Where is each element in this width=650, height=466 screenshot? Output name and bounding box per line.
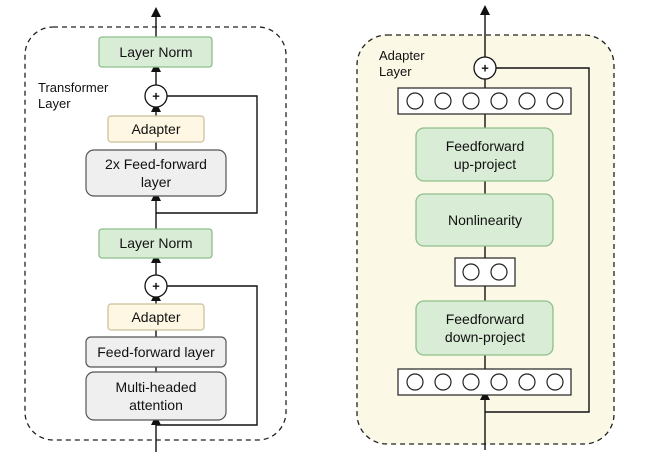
feedforward-layer-label: Feed-forward layer <box>97 344 215 360</box>
multi-headed-attention-block <box>85 371 227 421</box>
input-vector-unit <box>462 373 480 391</box>
down-project-label-line1: Feedforward <box>446 311 525 327</box>
adapter-caption-line1: Adapter <box>379 48 425 63</box>
down-project-label-line2: down-project <box>445 329 525 345</box>
nonlinearity-block <box>415 193 554 247</box>
output-vector-unit <box>462 92 480 110</box>
mha-label-line2: attention <box>129 397 183 413</box>
feedforward-layer-block <box>85 336 227 368</box>
input-vector-unit <box>518 373 536 391</box>
input-vector-unit <box>406 373 424 391</box>
layer-norm-mid-block <box>98 228 213 259</box>
output-vector-unit <box>546 92 564 110</box>
add-node-upper <box>144 84 168 108</box>
output-vector-box <box>397 87 572 115</box>
adapter-add-node <box>473 56 497 80</box>
adapter-bottom-block <box>107 303 205 331</box>
feedforward-2x-label-line1: 2x Feed-forward <box>105 156 207 172</box>
adapter-input-vector <box>397 368 572 396</box>
input-vector-unit <box>490 373 508 391</box>
mha-label-line1: Multi-headed <box>116 379 197 395</box>
feedforward-down-project-block <box>415 300 554 356</box>
feedforward-up-project-block <box>415 127 554 182</box>
output-vector-unit <box>490 92 508 110</box>
input-vector-unit <box>546 373 564 391</box>
input-vector-unit <box>434 373 452 391</box>
up-project-label-line2: up-project <box>454 156 516 172</box>
input-vector-box <box>397 368 572 396</box>
adapter-add-node-symbol: + <box>481 61 489 76</box>
up-project-label-line1: Feedforward <box>446 138 525 154</box>
adapter-layer-panel: Adapter Layer + Feedforward up-project N <box>356 5 615 450</box>
bottleneck-vector-unit <box>490 263 508 281</box>
residual-connection-lower <box>156 285 258 426</box>
add-node-lower <box>144 274 168 298</box>
layer-norm-top-label: Layer Norm <box>119 44 192 60</box>
adapter-caption-line2: Layer <box>379 64 412 79</box>
output-vector-unit <box>518 92 536 110</box>
nonlinearity-label: Nonlinearity <box>448 212 522 228</box>
adapter-top-block <box>107 115 205 143</box>
residual-connection-upper <box>156 95 258 214</box>
output-vector-unit <box>434 92 452 110</box>
output-vector-unit <box>406 92 424 110</box>
adapter-skip-connection <box>485 67 590 413</box>
transformer-layer-panel: Transformer Layer Layer Norm + Adapter 2… <box>24 7 287 452</box>
adapter-bottom-label: Adapter <box>131 309 180 325</box>
add-node-upper-symbol: + <box>152 89 160 104</box>
bottleneck-vector-unit <box>462 263 480 281</box>
add-node-lower-symbol: + <box>152 279 160 294</box>
feedforward-2x-block <box>85 149 227 197</box>
layer-norm-top-block <box>98 36 213 68</box>
transformer-caption-line2: Layer <box>38 96 71 111</box>
feedforward-2x-label-line2: layer <box>141 174 172 190</box>
adapter-output-vector <box>397 87 572 115</box>
adapter-top-label: Adapter <box>131 121 180 137</box>
layer-norm-mid-label: Layer Norm <box>119 235 192 251</box>
adapter-bottleneck-vector <box>454 257 516 287</box>
transformer-caption-line1: Transformer <box>38 80 109 95</box>
